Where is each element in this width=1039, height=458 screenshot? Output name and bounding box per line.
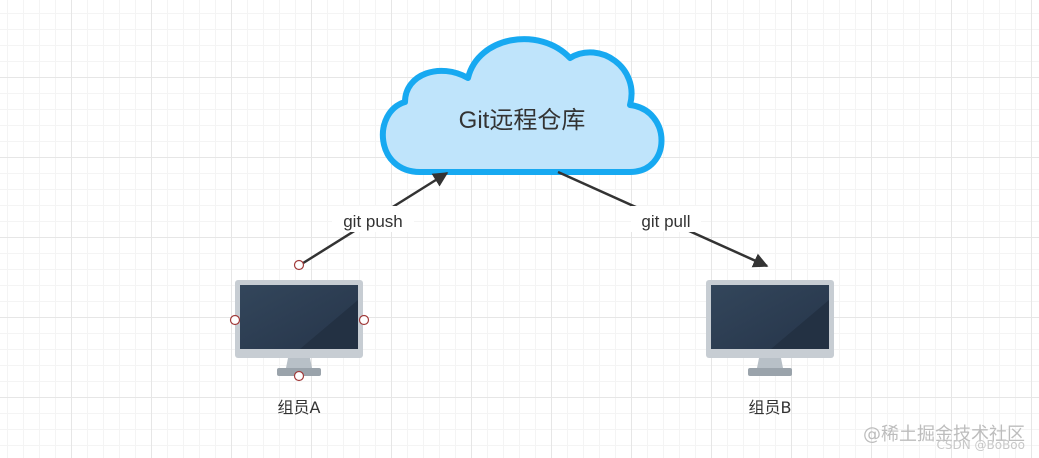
- member-b-label: 组员B: [749, 398, 792, 417]
- pull-label: git pull: [641, 212, 690, 231]
- handle-top[interactable]: [293, 259, 305, 271]
- handle-left[interactable]: [229, 314, 241, 326]
- handle-bottom[interactable]: [293, 370, 305, 382]
- watermark-csdn: CSDN @BoBoo: [936, 438, 1025, 452]
- cloud-label: Git远程仓库: [459, 107, 586, 134]
- pull-label-background: [631, 206, 701, 232]
- watermark-juejin: @稀土掘金技术社区: [863, 424, 1025, 445]
- member-a-monitor-icon[interactable]: [235, 280, 363, 376]
- handle-right[interactable]: [358, 314, 370, 326]
- push-label-background: [332, 206, 414, 232]
- member-a-label: 组员A: [278, 398, 321, 417]
- member-b-monitor-icon[interactable]: [706, 280, 834, 376]
- member-a-selection-handles[interactable]: [229, 259, 370, 382]
- cloud-shape[interactable]: [379, 36, 665, 175]
- push-label: git push: [343, 212, 403, 231]
